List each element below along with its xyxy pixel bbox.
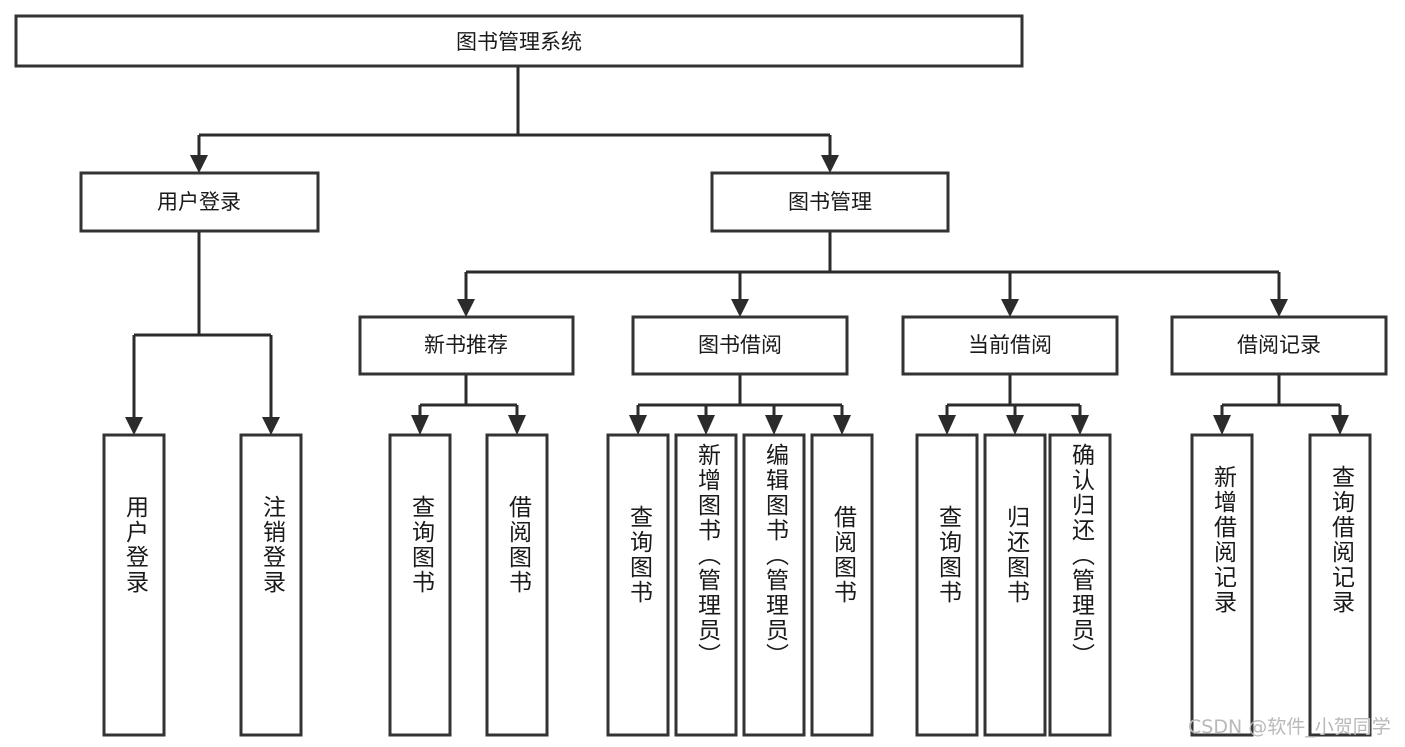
node-book-borrow-label: 图书借阅: [698, 333, 782, 357]
leaf-book-borrow-1[interactable]: [606, 433, 670, 737]
arrowhead-nsj-leaf2: [508, 415, 526, 435]
connectors-group: [125, 66, 1349, 435]
leaf-user-login-1-label-wrap: 用户登录: [104, 495, 164, 735]
leaf-current-borrow-3-label: 确认归还（管理员）: [1067, 443, 1094, 668]
arrowhead-tsjy-leaf4: [833, 415, 851, 435]
node-new-book-recommend[interactable]: [358, 315, 575, 376]
leaf-current-borrow-2[interactable]: [983, 433, 1047, 737]
leaf-new-book-2[interactable]: [485, 433, 549, 737]
leaf-book-borrow-2[interactable]: [674, 433, 738, 737]
leaf-new-book-1-label: 查询图书: [407, 495, 434, 595]
leaf-book-borrow-4-label-wrap: 借阅图书: [812, 505, 872, 735]
leaf-borrow-record-1[interactable]: [1190, 433, 1254, 737]
arrowhead-jyjl-leaf2: [1331, 415, 1349, 435]
leaf-book-borrow-3[interactable]: [742, 433, 806, 737]
arrowhead-userlogin: [190, 155, 208, 173]
node-book-management[interactable]: [710, 171, 950, 233]
arrowhead-c3: [1001, 299, 1019, 317]
leaf-book-borrow-2-label: 新增图书（管理员）: [693, 443, 720, 668]
leaf-new-book-2-label: 借阅图书: [504, 495, 531, 595]
arrowhead-dqjy-leaf1: [938, 415, 956, 435]
node-root[interactable]: [14, 14, 1024, 68]
arrowhead-dqjy-leaf3: [1071, 415, 1089, 435]
arrowhead-c2: [731, 299, 749, 317]
leaf-current-borrow-1-label: 查询图书: [934, 505, 961, 605]
leaf-borrow-record-2-label: 查询借阅记录: [1327, 465, 1354, 615]
leaf-book-borrow-4[interactable]: [810, 433, 874, 737]
leaf-book-borrow-1-label-wrap: 查询图书: [608, 505, 668, 735]
arrowhead-tsjy-leaf2: [697, 415, 715, 435]
leaf-book-borrow-4-label: 借阅图书: [829, 505, 856, 605]
leaf-current-borrow-1-label-wrap: 查询图书: [917, 505, 977, 735]
leaf-book-borrow-2-label-wrap: 新增图书（管理员）: [676, 443, 736, 733]
node-borrow-record[interactable]: [1170, 315, 1388, 376]
node-user-login[interactable]: [79, 171, 320, 233]
leaf-user-login-1-label: 用户登录: [121, 495, 148, 595]
leaf-new-book-1-label-wrap: 查询图书: [390, 495, 450, 735]
leaf-book-borrow-3-label-wrap: 编辑图书（管理员）: [744, 443, 804, 733]
arrowhead-bookmgmt: [821, 155, 839, 173]
node-new-book-recommend-label: 新书推荐: [424, 333, 508, 357]
arrowhead-userlogin-leaf1: [125, 417, 143, 435]
node-borrow-record-label: 借阅记录: [1237, 333, 1321, 357]
leaf-borrow-record-2-label-wrap: 查询借阅记录: [1310, 465, 1370, 735]
arrowhead-dqjy-leaf2: [1006, 415, 1024, 435]
arrowhead-c4: [1270, 299, 1288, 317]
leaf-borrow-record-1-label: 新增借阅记录: [1209, 465, 1236, 615]
leaf-current-borrow-1[interactable]: [915, 433, 979, 737]
node-book-borrow[interactable]: [631, 315, 849, 376]
arrowhead-userlogin-leaf2: [262, 417, 280, 435]
watermark-text: CSDN @软件_小贺同学: [1188, 716, 1391, 738]
arrowhead-tsjy-leaf1: [629, 415, 647, 435]
leaf-user-login-2-label-wrap: 注销登录: [241, 495, 301, 735]
leaf-new-book-1[interactable]: [388, 433, 452, 737]
arrowhead-c1: [457, 299, 475, 317]
leaf-user-login-2[interactable]: [239, 433, 303, 737]
leaf-user-login-1[interactable]: [102, 433, 166, 737]
arrowhead-nsj-leaf1: [411, 415, 429, 435]
leaf-book-borrow-1-label: 查询图书: [625, 505, 652, 605]
leaf-current-borrow-2-label-wrap: 归还图书: [985, 505, 1045, 735]
leaf-current-borrow-2-label: 归还图书: [1002, 505, 1029, 605]
arrowhead-tsjy-leaf3: [765, 415, 783, 435]
node-root-label: 图书管理系统: [456, 30, 582, 54]
arrowhead-jyjl-leaf1: [1213, 415, 1231, 435]
leaf-borrow-record-2[interactable]: [1308, 433, 1372, 737]
boxes-group: 图书管理系统 用户登录 图书管理 新书推荐 图书借阅 当前借阅 借阅记录: [14, 14, 1388, 737]
leaf-current-borrow-3-label-wrap: 确认归还（管理员）: [1050, 443, 1110, 733]
node-current-borrow[interactable]: [901, 315, 1119, 376]
leaf-current-borrow-3[interactable]: [1048, 433, 1112, 737]
node-user-login-label: 用户登录: [157, 190, 241, 214]
node-current-borrow-label: 当前借阅: [968, 333, 1052, 357]
leaf-user-login-2-label: 注销登录: [258, 495, 285, 595]
leaf-borrow-record-1-label-wrap: 新增借阅记录: [1192, 465, 1252, 735]
leaf-new-book-2-label-wrap: 借阅图书: [487, 495, 547, 735]
leaf-book-borrow-3-label: 编辑图书（管理员）: [761, 443, 788, 668]
node-book-management-label: 图书管理: [788, 190, 872, 214]
